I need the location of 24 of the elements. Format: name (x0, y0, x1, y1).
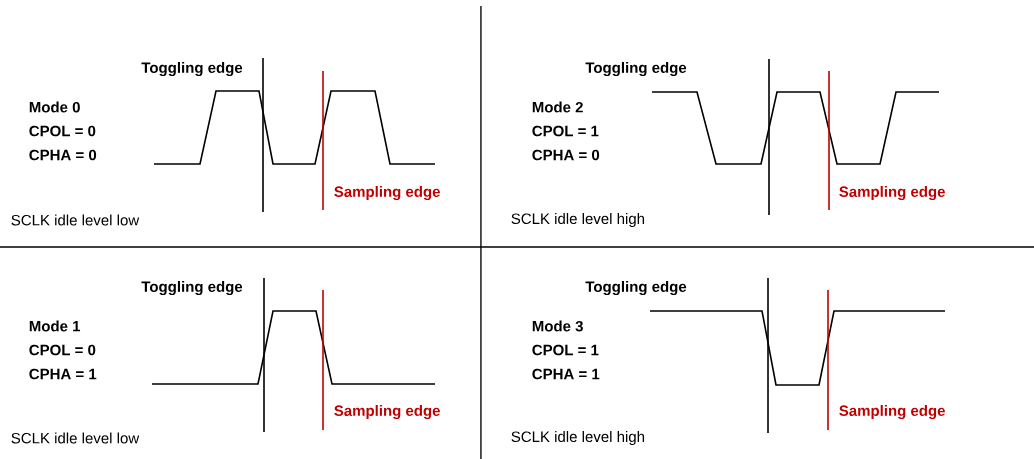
marker-label: Toggling edge (141, 62, 243, 77)
mode-label: Mode 0 (29, 101, 80, 113)
caption-text: SCLK idle level low (11, 214, 140, 226)
mode-label: CPOL = 0 (29, 344, 96, 356)
caption-text: SCLK idle level high (511, 431, 645, 445)
marker-label: Toggling edge (585, 281, 687, 296)
marker-label: Sampling edge (334, 405, 440, 420)
marker-label: Toggling edge (141, 281, 243, 296)
marker-label: Sampling edge (839, 405, 945, 420)
mode-label: CPOL = 0 (29, 125, 96, 137)
marker-label: Sampling edge (839, 186, 945, 201)
mode-label: CPHA = 0 (532, 149, 600, 161)
caption-text: SCLK idle level low (11, 432, 140, 444)
mode-label: CPOL = 1 (532, 344, 599, 356)
mode-label: CPHA = 1 (532, 368, 600, 380)
marker-label: Sampling edge (334, 186, 440, 201)
marker-label: Toggling edge (585, 62, 687, 77)
mode-label: CPHA = 0 (29, 149, 97, 161)
mode-label: CPOL = 1 (532, 125, 599, 137)
mode-label: Mode 1 (29, 320, 81, 332)
mode-label: CPHA = 1 (29, 368, 97, 380)
caption-text: SCLK idle level high (511, 213, 645, 227)
mode-label: Mode 2 (532, 101, 583, 113)
mode-label: Mode 3 (532, 320, 583, 332)
